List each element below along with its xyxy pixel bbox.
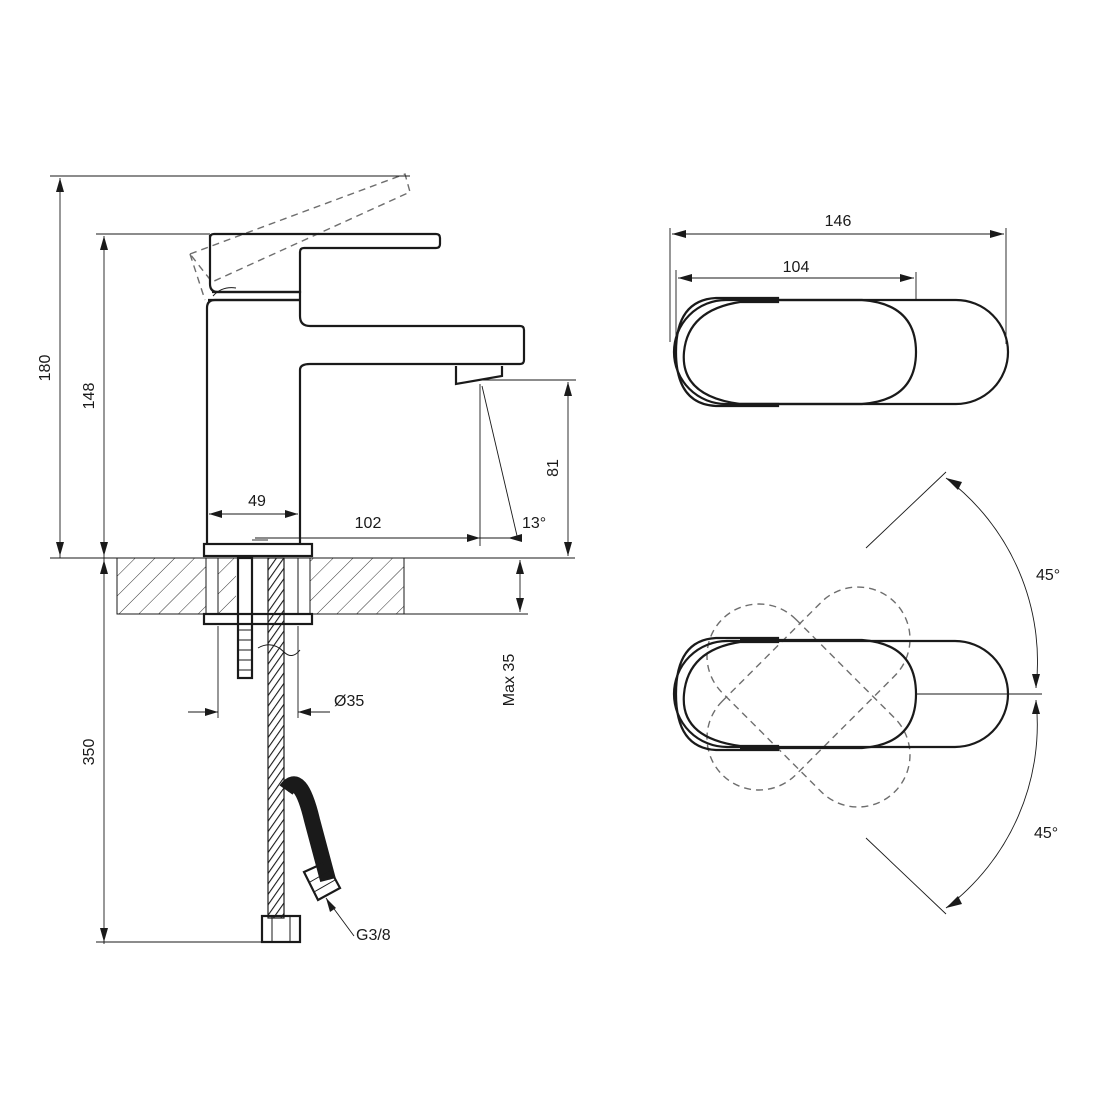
top-view: 146 104 [669,213,1010,408]
lever-outline-2 [674,636,780,752]
rotation-view: 45° 45° [672,471,1060,915]
label-81: 81 [545,459,562,477]
tap-body [202,232,526,558]
dim-spout-reach: 102 [252,515,522,542]
rotated-lever-up [706,586,911,791]
label-148: 148 [81,383,98,410]
dim-hole-diameter: Ø35 [188,626,364,718]
dim-outlet-height: 81 [480,379,576,556]
label-146: 146 [825,213,852,230]
rotated-lever-down [706,603,911,808]
dim-rotation-up: 45° [945,477,1060,689]
label-49: 49 [248,493,266,510]
label-180: 180 [37,355,54,382]
label-g3-8: G3/8 [356,927,391,944]
water-hoses [257,557,342,944]
dim-rotation-down: 45° [945,699,1058,909]
fixing-rod [236,556,254,680]
dim-flow-angle: 13° [479,384,546,546]
label-45-up: 45° [1036,567,1060,584]
countertop [116,557,405,626]
dim-thread: G3/8 [325,897,391,944]
label-104: 104 [783,259,810,276]
dim-lever-length: 104 [678,259,914,282]
body-outline [672,298,1010,406]
label-102: 102 [355,515,382,532]
side-view: 180 148 350 81 [37,173,576,944]
raised-lever-outline [188,173,411,301]
dim-hose-length: 350 [81,560,266,943]
dim-body-width: 49 [206,493,301,544]
dim-spout-height: 148 [81,233,210,944]
label-45-down: 45° [1034,825,1058,842]
label-max-35: Max 35 [501,654,518,707]
label-350: 350 [81,739,98,766]
label-13-degree: 13° [522,515,546,532]
dim-overall-height: 180 [37,175,410,558]
dim-max-deck: Max 35 [404,560,528,706]
label-diameter-35: Ø35 [334,693,364,710]
dim-total-length: 146 [672,213,1004,238]
